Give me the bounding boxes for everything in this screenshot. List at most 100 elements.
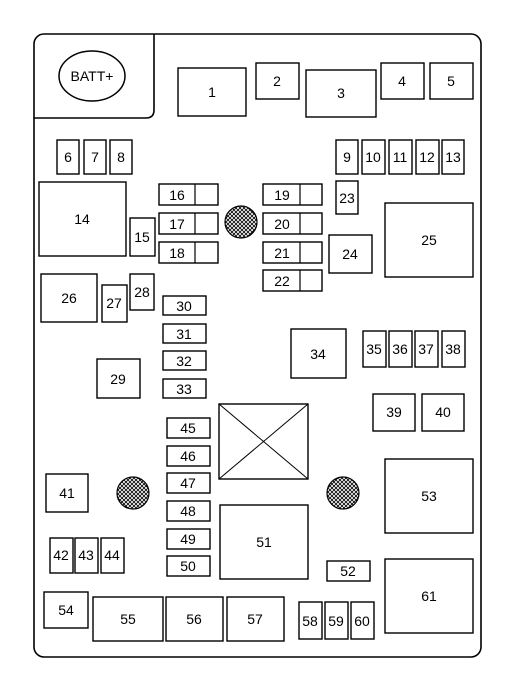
fuse-38-label: 38	[445, 341, 461, 357]
fuse-24-label: 24	[342, 246, 358, 262]
fuse-4-label: 4	[398, 73, 406, 89]
fuse-15[interactable]: 15	[129, 217, 156, 257]
fuse-36-label: 36	[392, 341, 408, 357]
fuse-23[interactable]: 23	[335, 180, 359, 215]
fuse-22-label: 22	[274, 273, 290, 289]
fuse-21[interactable]: 21	[262, 241, 323, 264]
fuse-34[interactable]: 34	[290, 328, 347, 379]
fuse-28[interactable]: 28	[129, 273, 155, 311]
fuse-52[interactable]: 52	[326, 560, 371, 582]
fuse-42-label: 42	[53, 547, 69, 563]
fuse-8[interactable]: 8	[109, 139, 133, 175]
fuse-60[interactable]: 60	[350, 601, 375, 640]
fuse-51[interactable]: 51	[219, 504, 309, 580]
fuse-61[interactable]: 61	[384, 558, 474, 634]
fuse-26[interactable]: 26	[40, 273, 98, 323]
fuse-36[interactable]: 36	[388, 330, 413, 368]
fuse-52-label: 52	[340, 563, 356, 579]
fuse-24[interactable]: 24	[328, 234, 373, 274]
fuse-50[interactable]: 50	[166, 555, 211, 577]
fuse-12[interactable]: 12	[415, 139, 440, 175]
fuse-30[interactable]: 30	[162, 295, 207, 316]
fuse-2-label: 2	[273, 73, 281, 89]
fuse-39-label: 39	[386, 404, 402, 420]
mounting-stud-left	[116, 476, 150, 510]
fuse-30-label: 30	[176, 298, 192, 314]
fuse-3[interactable]: 3	[305, 69, 377, 118]
fuse-25[interactable]: 25	[384, 202, 474, 278]
fuse-44-label: 44	[104, 547, 120, 563]
fuse-23-label: 23	[339, 190, 355, 206]
fuse-43[interactable]: 43	[74, 537, 99, 574]
fuse-20-label: 20	[274, 216, 290, 232]
fuse-1[interactable]: 1	[177, 67, 247, 117]
fuse-5[interactable]: 5	[429, 62, 474, 100]
fuse-12-label: 12	[419, 149, 435, 165]
fuse-42[interactable]: 42	[49, 537, 74, 574]
fuse-57-label: 57	[247, 611, 263, 627]
fuse-20[interactable]: 20	[262, 212, 323, 235]
fuse-4[interactable]: 4	[380, 62, 425, 100]
fuse-2[interactable]: 2	[255, 62, 300, 100]
fuse-44[interactable]: 44	[100, 537, 125, 574]
fuse-41[interactable]: 41	[45, 473, 89, 513]
fuse-5-label: 5	[447, 73, 455, 89]
fuse-16[interactable]: 16	[158, 183, 219, 206]
fuse-53[interactable]: 53	[384, 458, 474, 534]
fuse-37[interactable]: 37	[414, 330, 439, 368]
fuse-33[interactable]: 33	[162, 378, 207, 399]
fuse-35-label: 35	[366, 341, 382, 357]
fuse-35[interactable]: 35	[362, 330, 387, 368]
fuse-11-label: 11	[393, 149, 408, 165]
fuse-43-label: 43	[78, 547, 94, 563]
fuse-48[interactable]: 48	[166, 500, 211, 522]
fuse-55[interactable]: 55	[92, 596, 164, 642]
fuse-13[interactable]: 13	[441, 139, 465, 175]
fuse-57[interactable]: 57	[226, 596, 285, 642]
fuse-54[interactable]: 54	[43, 591, 89, 629]
fuse-9-label: 9	[343, 149, 351, 165]
fuse-59[interactable]: 59	[324, 601, 349, 640]
fuse-18[interactable]: 18	[158, 241, 219, 264]
fuse-45[interactable]: 45	[166, 417, 211, 439]
fuse-6-label: 6	[64, 149, 72, 165]
fuse-38[interactable]: 38	[441, 330, 466, 368]
fuse-32[interactable]: 32	[162, 350, 207, 371]
fuse-10-label: 10	[365, 149, 381, 165]
blank-crossed-block	[218, 403, 309, 480]
fuse-29[interactable]: 29	[96, 358, 141, 399]
fuse-39[interactable]: 39	[372, 393, 416, 432]
fuse-14-label: 14	[74, 211, 90, 227]
fuse-40[interactable]: 40	[421, 393, 465, 432]
fuse-37-label: 37	[418, 341, 434, 357]
fuse-10[interactable]: 10	[361, 139, 386, 175]
fuse-60-label: 60	[354, 613, 370, 629]
fuse-17[interactable]: 17	[158, 212, 219, 235]
fuse-15-label: 15	[134, 229, 150, 245]
fuse-6[interactable]: 6	[56, 139, 80, 175]
fuse-29-label: 29	[110, 371, 126, 387]
fuse-7[interactable]: 7	[83, 139, 107, 175]
fuse-49[interactable]: 49	[166, 528, 211, 550]
fuse-19[interactable]: 19	[262, 183, 323, 206]
fuse-47[interactable]: 47	[166, 472, 211, 494]
fuse-56[interactable]: 56	[165, 596, 224, 642]
fuse-14[interactable]: 14	[38, 181, 127, 257]
fuse-16-label: 16	[169, 187, 185, 203]
fuse-58[interactable]: 58	[298, 601, 323, 640]
fuse-22[interactable]: 22	[262, 269, 323, 292]
fuse-46[interactable]: 46	[166, 445, 211, 467]
fuse-9[interactable]: 9	[335, 139, 359, 175]
fuse-49-label: 49	[180, 531, 196, 547]
fuse-11[interactable]: 11	[388, 139, 413, 175]
battery-compartment-outline	[34, 34, 155, 119]
fuse-46-label: 46	[180, 448, 196, 464]
fuse-47-label: 47	[180, 475, 196, 491]
fuse-7-label: 7	[91, 149, 99, 165]
fuse-27[interactable]: 27	[101, 284, 128, 323]
fuse-25-label: 25	[421, 232, 437, 248]
battery-terminal: BATT+	[58, 50, 126, 102]
mounting-stud-top	[224, 205, 258, 239]
fuse-31[interactable]: 31	[162, 323, 207, 344]
